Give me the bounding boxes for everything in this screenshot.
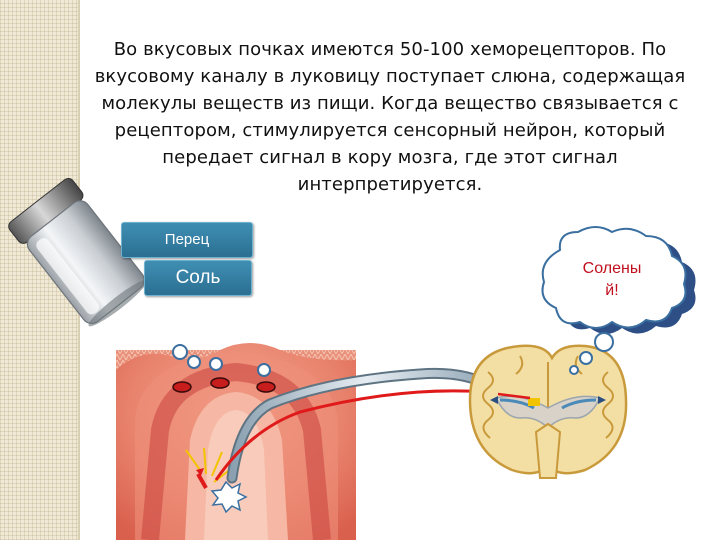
nerve-fiber <box>214 367 506 484</box>
brain-icon <box>468 344 628 479</box>
salt-shaker-icon <box>8 177 148 327</box>
thought-bubble <box>541 226 696 375</box>
thought-text: Солены й! <box>562 258 662 302</box>
salt-label: Соль <box>144 260 252 296</box>
pepper-label: Перец <box>121 222 253 258</box>
thought-line-1: Солены <box>582 260 642 277</box>
thought-line-2: й! <box>605 282 619 299</box>
description-paragraph: Во вкусовых почках имеются 50-100 хеморе… <box>94 39 686 195</box>
